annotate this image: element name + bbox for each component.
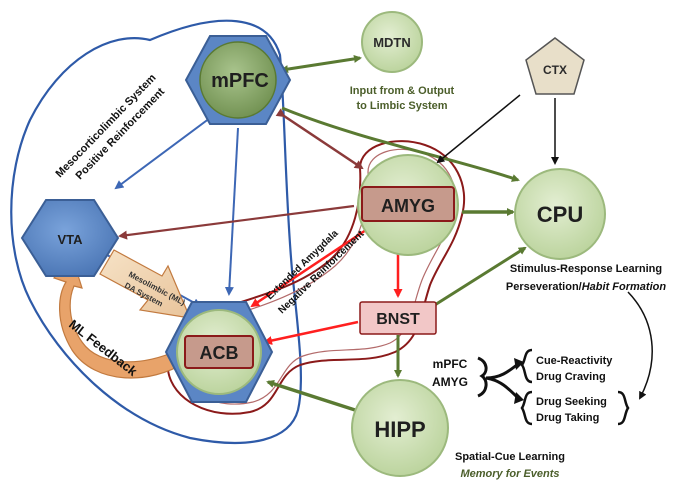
arrow-hipp-acb — [266, 380, 356, 412]
hipp-node — [351, 379, 449, 477]
bnst-label: BNST — [376, 311, 420, 328]
mdtn-caption-line2: to Limbic System — [356, 100, 447, 112]
arrow-cpu-outputs — [627, 291, 653, 400]
arrow-bnst-acb — [263, 320, 359, 345]
brace-right — [617, 390, 630, 426]
arrow-mpfc-vta — [114, 117, 211, 190]
drug-craving-label: Drug Craving — [536, 371, 606, 383]
cpu-caption-line2-plain: Perseveration/ — [506, 281, 582, 293]
ctx-label: CTX — [543, 63, 567, 77]
meso-caption-line1: Mesocorticolimbic System — [54, 72, 159, 180]
small-amyg-label: AMYG — [432, 375, 468, 389]
drug-taking-label: Drug Taking — [536, 412, 599, 424]
bnst-box — [359, 301, 437, 335]
mesolimbic-da-arrow — [99, 249, 191, 319]
cue-reactivity-label: Cue-Reactivity — [536, 355, 613, 367]
hipp-label: HIPP — [374, 417, 425, 442]
cpu-label: CPU — [537, 202, 583, 227]
amyg-box — [361, 186, 455, 222]
ctx-pentagon — [525, 37, 585, 95]
drug-seeking-label: Drug Seeking — [536, 396, 607, 408]
cpu-caption-line2: Perseveration/Habit Formation — [506, 281, 666, 293]
brace-left — [477, 356, 488, 398]
arrow-mpfc-mdtn — [280, 54, 362, 74]
meso-caption-line2: Positive Reinforcement — [74, 86, 168, 183]
cpu-caption-line1: Stimulus-Response Learning — [510, 263, 662, 275]
cpu-node — [514, 168, 606, 260]
vta-hexagon — [20, 199, 120, 277]
cpu-caption-line2-italic: Habit Formation — [582, 281, 667, 293]
hipp-caption-line2: Memory for Events — [460, 468, 559, 480]
mpfc-label: mPFC — [211, 70, 269, 92]
hipp-caption-line1: Spatial-Cue Learning — [455, 451, 565, 463]
mdtn-node — [361, 11, 423, 73]
mdtn-label: MDTN — [373, 35, 411, 50]
acb-label: ACB — [200, 343, 239, 363]
small-mpfc-label: mPFC — [433, 357, 468, 371]
fork-arrowhead-up — [514, 358, 524, 370]
brace-upper — [520, 348, 533, 384]
arrow-mpfc-acb — [224, 127, 239, 296]
amyg-label: AMYG — [381, 196, 435, 216]
arrow-amyg-vta — [118, 204, 355, 240]
vta-label: VTA — [57, 232, 83, 247]
mdtn-caption-line1: Input from & Output — [350, 85, 455, 97]
brace-lower — [520, 390, 533, 426]
arrow-amyg-acb — [250, 220, 379, 308]
arrow-bnst-cpu — [429, 246, 527, 310]
arrow-ctx-amyg — [436, 94, 521, 164]
fork-arrows — [485, 362, 520, 400]
acb-box — [184, 335, 254, 369]
fork-arrowhead-down — [514, 392, 524, 404]
arrow-mpfc-amyg — [275, 108, 364, 170]
mpfc-node — [199, 41, 277, 119]
